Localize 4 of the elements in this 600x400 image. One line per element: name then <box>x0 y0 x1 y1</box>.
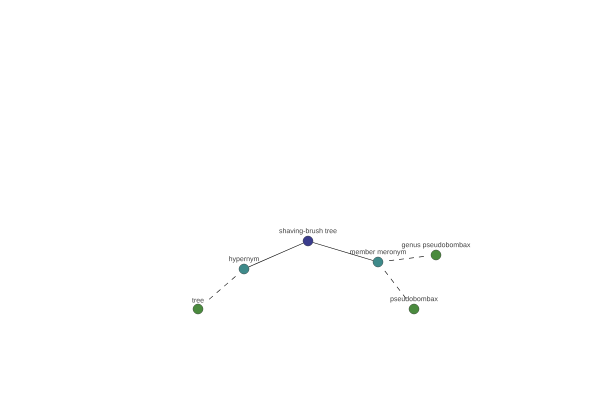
connector-line <box>388 256 426 261</box>
connector-line <box>248 242 304 268</box>
connector-line <box>312 242 374 261</box>
connector-line <box>384 270 408 300</box>
